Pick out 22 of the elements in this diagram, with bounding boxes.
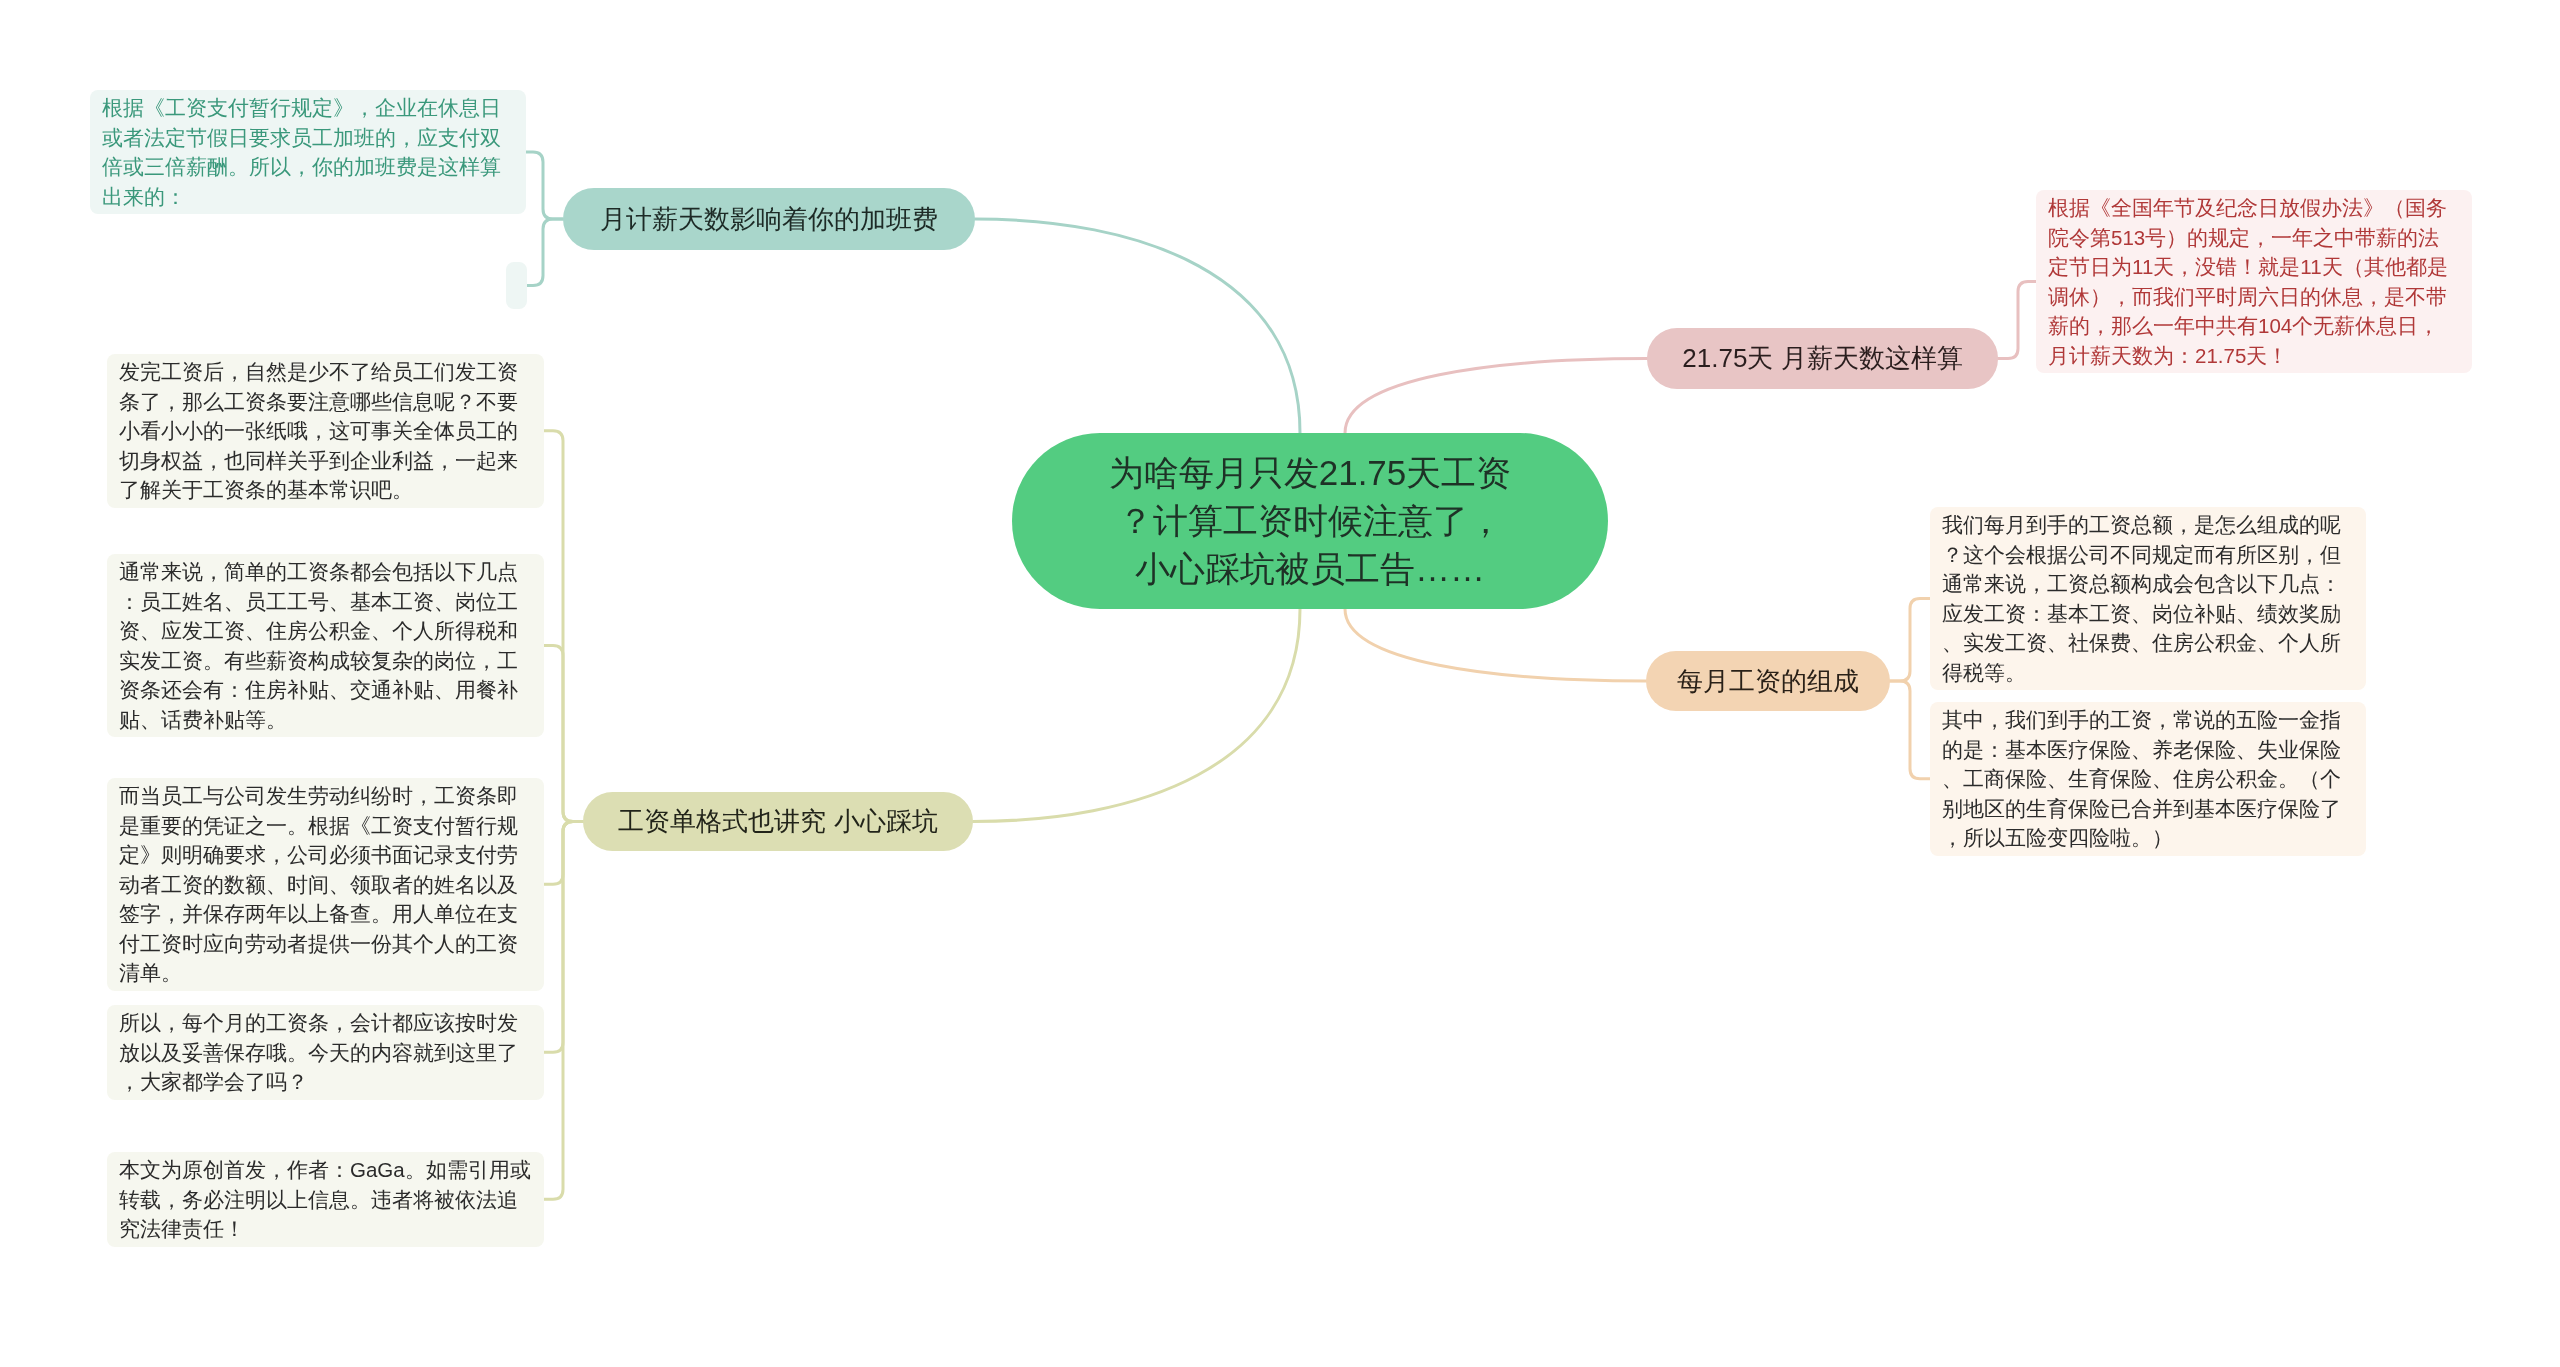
note-card: 其中，我们到手的工资，常说的五险一金指的是：基本医疗保险、养老保险、失业保险、工商保险、生育保险、住房公积金。（个别地区的生育保险已合并到基本医疗保险了，所以五险变四险啦。） — [1930, 702, 2366, 856]
connector-line — [525, 217, 565, 287]
note-card: 而当员工与公司发生劳动纠纷时，工资条即是重要的凭证之一。根据《工资支付暂行规定》则明确要求，公司必须书面记录支付劳动者工资的数额、时间、领取者的姓名以及签字，并保存两年以上备查。用人单位在支付工资时应向劳动者提供一份其个人的工资清单。 — [107, 778, 544, 991]
connector-line — [971, 607, 1302, 823]
note-card: 所以，每个月的工资条，会计都应该按时发放以及妥善保存哦。今天的内容就到这里了，大家都学会了吗？ — [107, 1005, 544, 1100]
branch-topic: 每月工资的组成 — [1646, 651, 1890, 711]
note-card: 我们每月到手的工资总额，是怎么组成的呢？这个会根据公司不同规定而有所区别，但通常来说，工资总额构成会包含以下几点：应发工资：基本工资、岗位补贴、绩效奖励、实发工资、社保费、住房公积金、个人所得税等。 — [1930, 507, 2366, 690]
connector-line — [973, 217, 1302, 435]
note-card: 本文为原创首发，作者：GaGa。如需引用或转载，务必注明以上信息。违者将被依法追究法律责任！ — [107, 1152, 544, 1247]
empty-note — [506, 262, 527, 309]
branch-topic: 21.75天 月薪天数这样算 — [1647, 328, 1998, 389]
branch-topic: 月计薪天数影响着你的加班费 — [563, 188, 975, 250]
note-card: 发完工资后，自然是少不了给员工们发工资条了，那么工资条要注意哪些信息呢？不要小看小小的一张纸哦，这可事关全体员工的切身权益，也同样关乎到企业利益，一起来了解关于工资条的基本常识吧。 — [107, 354, 544, 508]
connector-line — [1343, 357, 1649, 435]
connector-line — [1343, 607, 1648, 683]
connector-line — [1888, 679, 1932, 781]
connector-line — [1996, 280, 2038, 360]
note-card: 根据《全国年节及纪念日放假办法》（国务院令第513号）的规定，一年之中带薪的法定节日为11天，没错！就是11天（其他都是调休），而我们平时周六日的休息，是不带薪的，那么一年中共有104个无薪休息日，月计薪天数为：21.75天！ — [2036, 190, 2472, 373]
note-card: 根据《工资支付暂行规定》，企业在休息日或者法定节假日要求员工加班的，应支付双倍或三倍薪酬。所以，你的加班费是这样算出来的： — [90, 90, 526, 214]
branch-topic: 工资单格式也讲究 小心踩坑 — [583, 792, 973, 851]
note-card: 通常来说，简单的工资条都会包括以下几点：员工姓名、员工工号、基本工资、岗位工资、应发工资、住房公积金、个人所得税和实发工资。有些薪资构成较复杂的岗位，工资条还会有：住房补贴、交通补贴、用餐补贴、话费补贴等。 — [107, 554, 544, 737]
central-topic: 为啥每月只发21.75天工资？计算工资时候注意了，小心踩坑被员工告…… — [1012, 433, 1608, 609]
